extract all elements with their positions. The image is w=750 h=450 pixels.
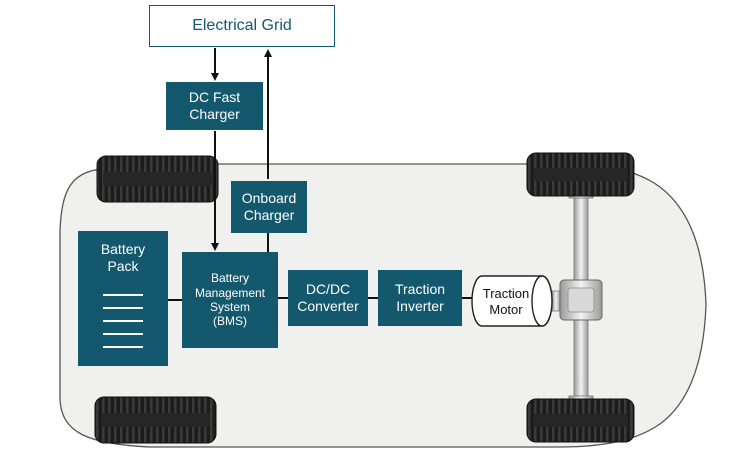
bms-label-3: System	[209, 300, 250, 314]
traction-motor-shape	[471, 275, 553, 327]
onboard-charger-box: Onboard Charger	[231, 181, 307, 233]
traction-inverter-label-1: Traction	[394, 281, 446, 298]
battery-cells-icon	[103, 283, 143, 348]
onboard-charger-label-2: Charger	[243, 207, 295, 223]
electrical-grid-box: Electrical Grid	[149, 5, 335, 47]
battery-pack-box: Battery Pack	[78, 231, 168, 366]
dc-fast-charger-box: DC Fast Charger	[166, 82, 263, 130]
traction-motor-label-2: Motor	[489, 302, 523, 318]
battery-pack-label-1: Battery	[100, 241, 146, 257]
battery-pack-label-2: Pack	[107, 257, 139, 274]
tire-bottom-right	[526, 398, 635, 443]
dcdc-converter-label-1: DC/DC	[305, 281, 351, 298]
dcdc-converter-box: DC/DC Converter	[288, 270, 368, 326]
onboard-charger-label-1: Onboard	[241, 190, 297, 207]
bms-box: Battery Management System (BMS)	[182, 252, 278, 348]
dcdc-converter-label-2: Converter	[297, 298, 359, 314]
traction-motor-label: Traction Motor	[474, 286, 538, 319]
traction-inverter-box: Traction Inverter	[378, 270, 462, 326]
tire-top-right	[526, 152, 635, 197]
electrical-grid-label: Electrical Grid	[192, 17, 292, 34]
differential	[551, 279, 603, 321]
dc-fast-charger-label-1: DC Fast	[188, 89, 241, 106]
tire-bottom-left	[94, 396, 217, 444]
bms-label-1: Battery	[210, 271, 249, 286]
traction-inverter-label-2: Inverter	[396, 298, 444, 314]
traction-motor-label-1: Traction	[482, 286, 530, 301]
bms-label-4: (BMS)	[213, 314, 247, 329]
bms-label-2: Management	[194, 285, 266, 300]
dc-fast-charger-label-2: Charger	[189, 106, 240, 122]
tire-top-left	[96, 155, 219, 203]
